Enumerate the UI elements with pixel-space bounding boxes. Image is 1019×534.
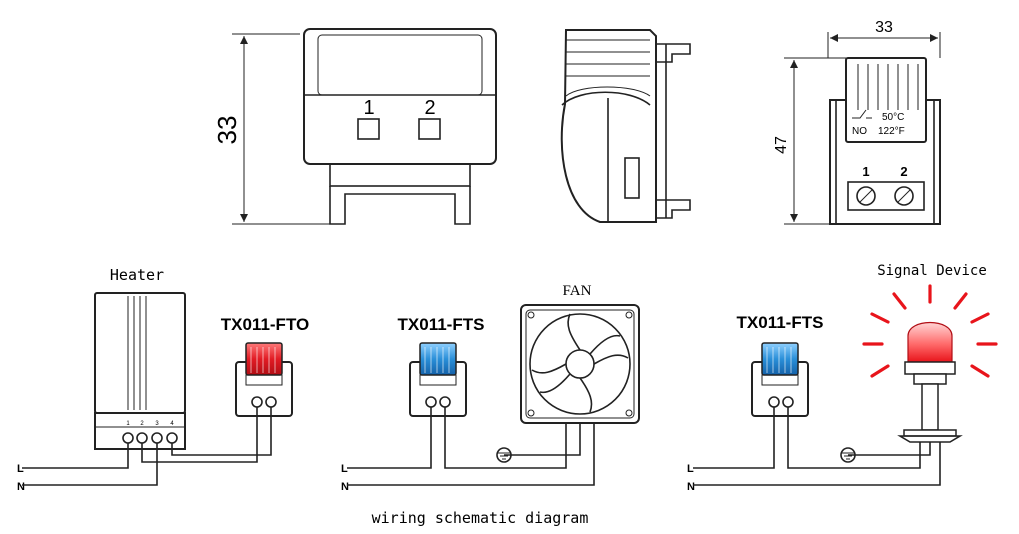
line-label-N-3: N bbox=[687, 481, 695, 493]
side-terminal-1-label: 1 bbox=[862, 164, 869, 179]
heater-thermostat-model: TX011-FTO bbox=[221, 315, 310, 334]
diagram-caption: wiring schematic diagram bbox=[372, 509, 589, 527]
side-terminal-2-screw-icon bbox=[894, 186, 914, 206]
side-profile-view bbox=[560, 29, 691, 223]
signal-device-label: Signal Device bbox=[877, 263, 987, 279]
line-label-N-2: N bbox=[341, 481, 349, 493]
svg-text:2: 2 bbox=[140, 421, 144, 427]
front-view: 33 1 2 bbox=[212, 28, 497, 225]
line-label-L-1: L bbox=[17, 463, 24, 475]
temp-fahrenheit-label: 122°F bbox=[878, 126, 905, 137]
side-width-dimension: 33 bbox=[875, 19, 893, 36]
svg-text:1: 1 bbox=[126, 421, 130, 427]
fan-circuit: TX011-FTS FAN bbox=[347, 283, 640, 486]
signal-lamp-icon bbox=[897, 322, 963, 443]
signal-lamp-rays-icon bbox=[862, 284, 998, 378]
fan-thermostat-model: TX011-FTS bbox=[398, 315, 485, 334]
svg-text:3: 3 bbox=[155, 421, 159, 427]
signal-circuit: TX011-FTS Signal Device bbox=[693, 263, 998, 486]
contact-type-label: NO bbox=[852, 126, 867, 137]
dimensioned-side-view: 33 47 NO 50°C 122°F 1 2 bbox=[773, 19, 941, 225]
side-terminal-2-label: 2 bbox=[900, 164, 907, 179]
fan-icon bbox=[520, 304, 640, 424]
front-terminal-2 bbox=[418, 118, 441, 140]
side-terminal-1-screw-icon bbox=[856, 186, 876, 206]
switch-symbol-icon bbox=[852, 109, 872, 119]
line-label-N-1: N bbox=[17, 481, 25, 493]
front-terminal-2-label: 2 bbox=[424, 97, 435, 119]
line-label-L-3: L bbox=[687, 463, 694, 475]
svg-text:4: 4 bbox=[170, 421, 174, 427]
side-height-dimension: 47 bbox=[773, 136, 790, 154]
line-label-L-2: L bbox=[341, 463, 348, 475]
front-terminal-1 bbox=[357, 118, 380, 140]
temp-celsius-label: 50°C bbox=[882, 112, 904, 123]
front-height-dimension: 33 bbox=[212, 116, 242, 145]
heater-label: Heater bbox=[110, 266, 164, 284]
signal-thermostat-model: TX011-FTS bbox=[737, 313, 824, 332]
ground-icon-fan bbox=[496, 447, 512, 463]
fan-label: FAN bbox=[563, 283, 592, 299]
front-terminal-1-label: 1 bbox=[363, 97, 374, 119]
ground-icon-signal bbox=[840, 447, 856, 463]
heater-circuit: Heater 1 2 3 4 TX011-FTO bbox=[22, 266, 310, 486]
